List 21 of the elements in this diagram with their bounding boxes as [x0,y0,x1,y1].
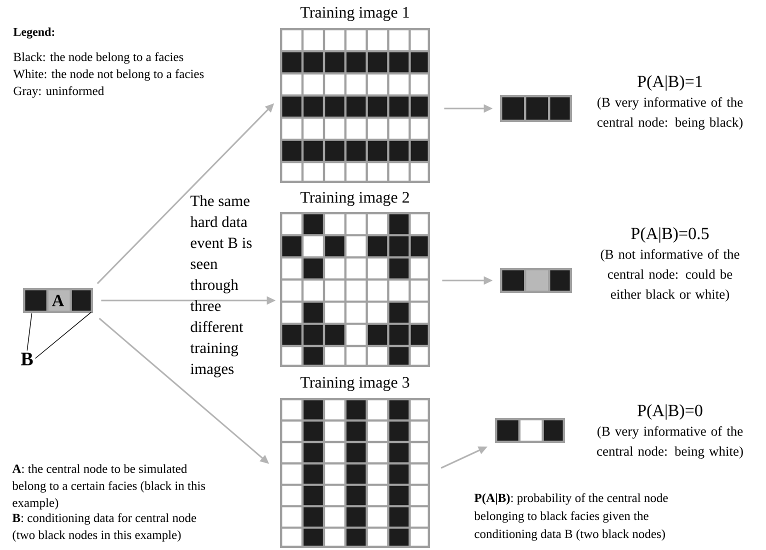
description-text: The same hard data event B is seen through three different training images [190,195,252,378]
leader-line [34,312,92,359]
legend-heading: Legend: [13,28,54,38]
pattern-label: B [20,352,33,366]
grid-title: Training image 3 [300,376,410,392]
explanation-text: (B very informative of the central node: being black) [597,97,743,130]
probability-label: P(A|B)=0.5 [631,227,709,243]
note-text: P(A|B): probability of the central node belonging to black facies given the conditioning data B (two black nodes) [474,493,668,541]
grid-title: Training image 1 [300,6,409,22]
data-event-pattern: A [23,288,93,313]
legend-text: Black: the node belong to a facies [14,52,184,64]
legend-text: Gray: uninformed [14,86,104,98]
note-text: B: conditioning data for central node (two black nodes in this example) [12,513,196,542]
probability-label: P(A|B)=0 [638,404,702,420]
grid-title: Training image 2 [300,192,409,206]
explanation-text: (B not informative of the central node: could be either black or white) [600,249,740,302]
probability-label: P(A|B)=1 [638,75,702,91]
leader-line [26,312,32,351]
legend-text: White: the node not belong to a facies [13,69,204,81]
explanation-text: (B very informative of the central node: being white) [597,426,743,459]
note-text: A: the central node to be simulated belong to a certain facies (black in this example) [12,464,206,510]
